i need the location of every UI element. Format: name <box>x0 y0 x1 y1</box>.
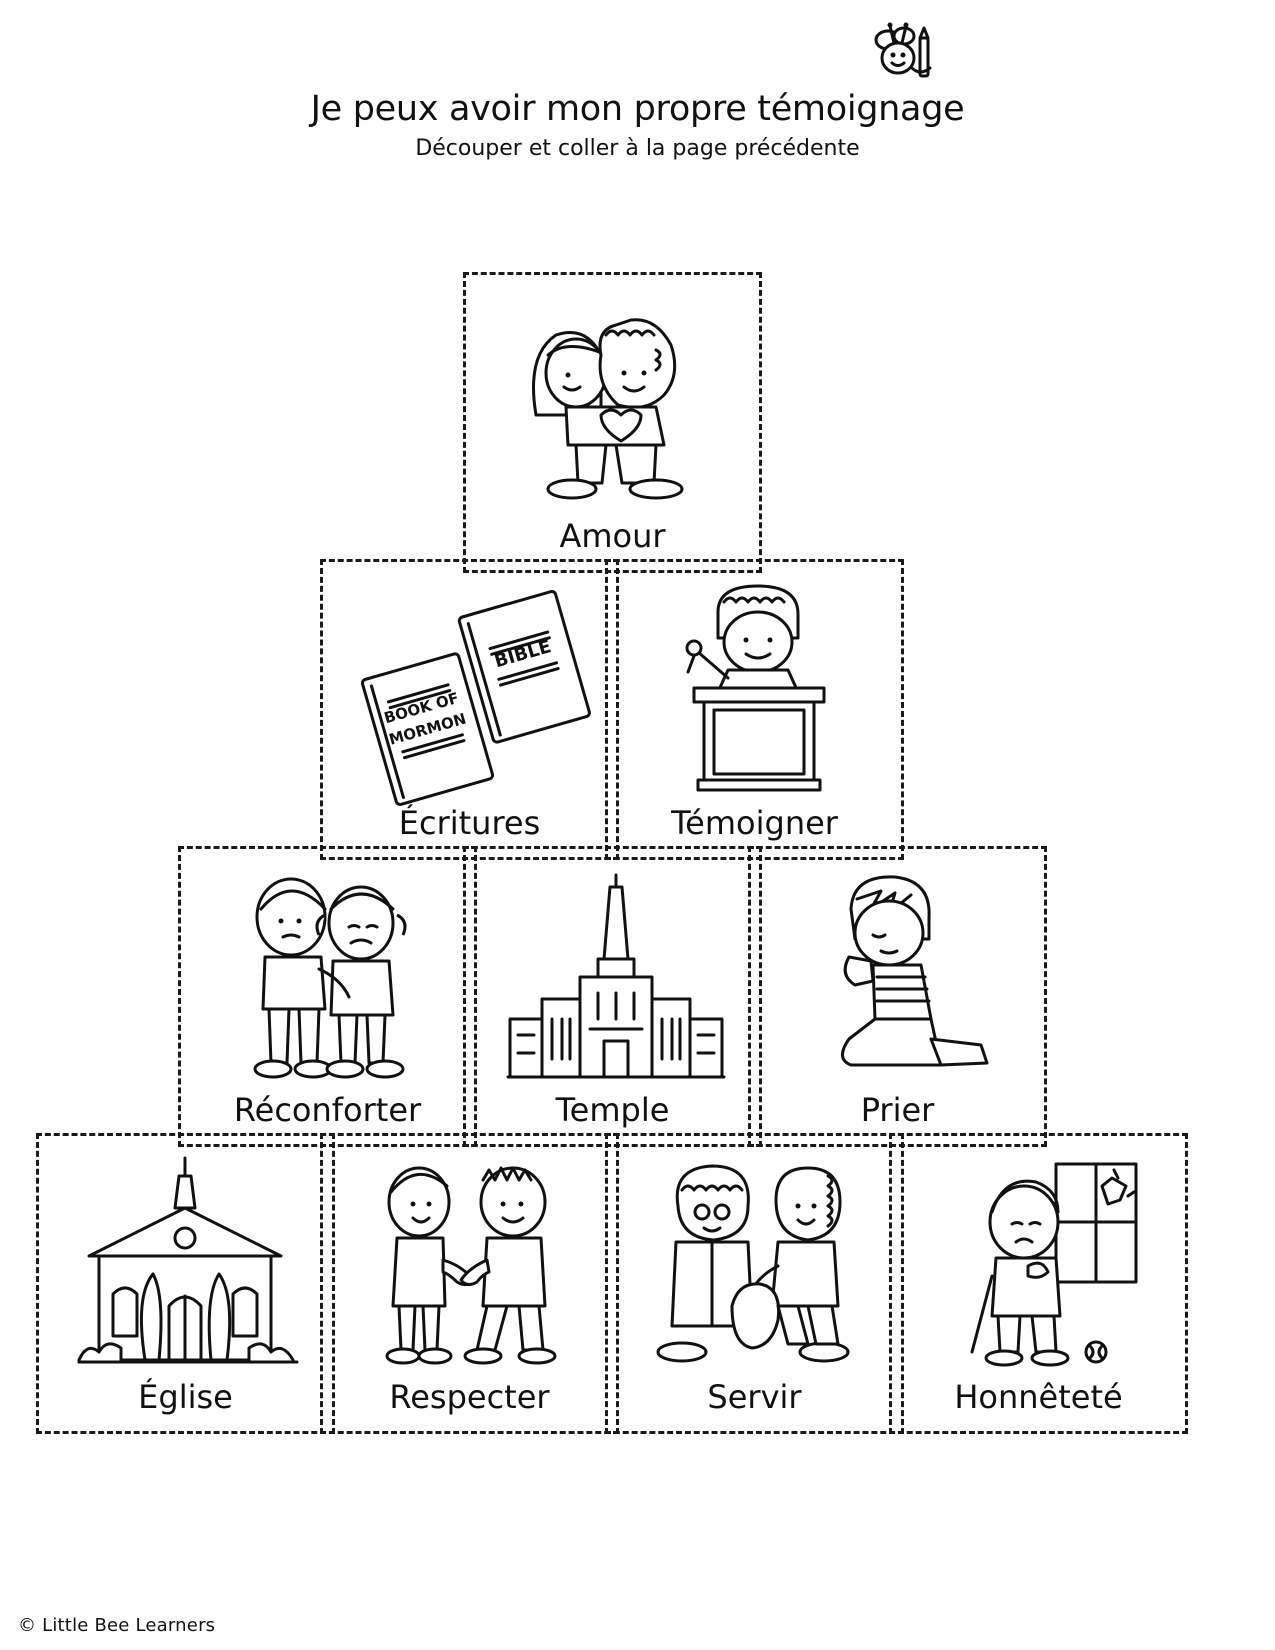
card-amour[interactable]: Amour <box>463 272 762 573</box>
card-prier[interactable]: Prier <box>748 846 1047 1147</box>
card-ecritures[interactable]: BOOK OF MORMON BIBLE Écritures <box>320 559 619 860</box>
card-servir[interactable]: Servir <box>605 1133 904 1434</box>
hugging-kids-icon <box>506 295 725 505</box>
praying-child-icon <box>791 869 1010 1079</box>
copyright-footer: © Little Bee Learners <box>18 1615 216 1636</box>
card-label: Église <box>138 1378 233 1416</box>
card-label: Amour <box>559 517 666 555</box>
bee-logo-icon <box>868 18 946 84</box>
handshake-kids-icon <box>363 1156 582 1366</box>
card-reconforter[interactable]: Réconforter <box>178 846 477 1147</box>
page-subtitle: Découper et coller à la page précédente <box>415 136 860 161</box>
card-respecter[interactable]: Respecter <box>320 1133 619 1434</box>
card-eglise[interactable]: Église <box>36 1133 335 1434</box>
card-label: Honnêteté <box>954 1378 1123 1416</box>
helping-elder-icon <box>648 1156 867 1366</box>
card-label: Servir <box>707 1378 802 1416</box>
card-honnetete[interactable]: Honnêteté <box>889 1133 1188 1434</box>
child-at-podium-icon <box>648 582 867 792</box>
card-temple[interactable]: Temple <box>463 846 762 1147</box>
broken-window-child-icon <box>932 1156 1151 1367</box>
temple-icon <box>506 869 726 1079</box>
card-label: Écritures <box>398 804 541 842</box>
card-label: Temple <box>555 1091 670 1129</box>
card-label: Respecter <box>389 1378 550 1416</box>
card-label: Réconforter <box>233 1091 422 1129</box>
card-label: Témoigner <box>671 804 838 842</box>
scripture-books-icon: BOOK OF MORMON BIBLE <box>360 582 591 806</box>
page-title: Je peux avoir mon propre témoignage <box>310 89 965 129</box>
church-building-icon <box>77 1156 299 1366</box>
card-temoigner[interactable]: Témoigner <box>605 559 904 860</box>
card-label: Prier <box>860 1091 935 1129</box>
comforting-kids-icon <box>221 869 440 1079</box>
